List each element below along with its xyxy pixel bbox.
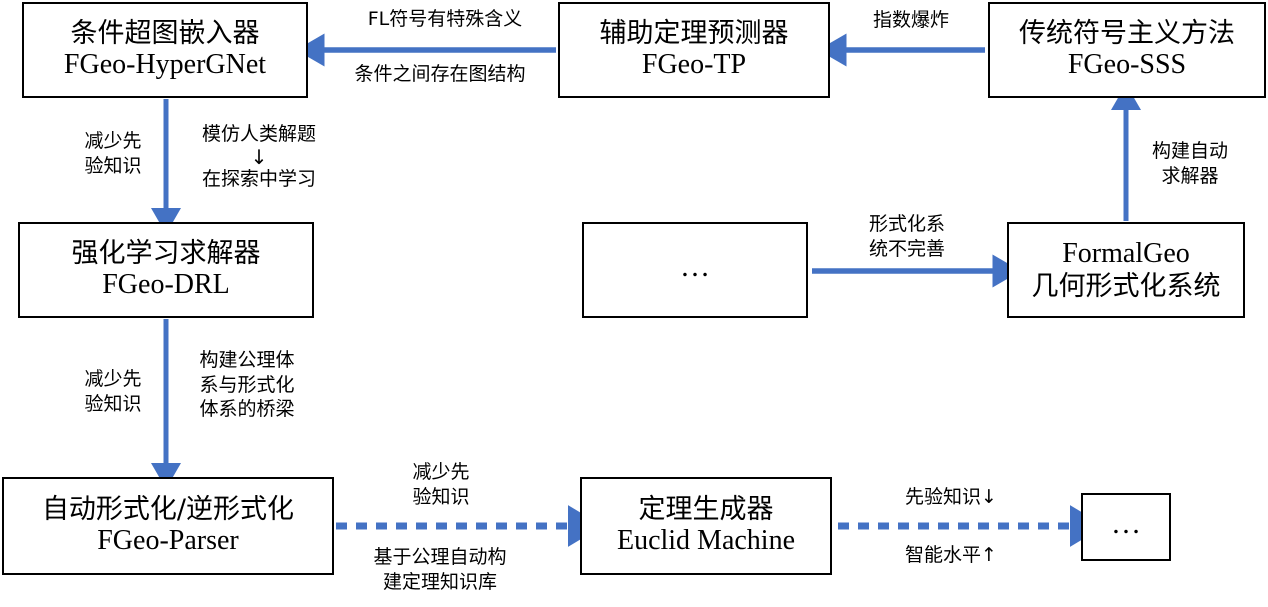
node-line-2: 几何形式化系统 [1031, 270, 1221, 302]
node-line-1: 强化学习求解器 [71, 238, 261, 270]
label-ellipsis-to-formalgeo: 形式化系 统不完善 [868, 213, 945, 260]
node-line-2: FGeo-Parser [97, 525, 239, 557]
node-conditional-hypergraph-embedder[interactable]: 条件超图嵌入器 FGeo-HyperGNet [22, 2, 308, 98]
node-line-2: Euclid Machine [616, 525, 796, 557]
node-line-1: 自动形式化/逆形式化 [41, 494, 295, 526]
node-line-1: 定理生成器 [638, 494, 774, 526]
node-theorem-generator-euclid-machine[interactable]: 定理生成器 Euclid Machine [580, 477, 832, 575]
node-line-1: 辅助定理预测器 [599, 18, 789, 50]
node-line-2: FGeo-HyperGNet [63, 49, 267, 81]
label-hypergnet-to-drl-left: 减少先 验知识 [84, 130, 142, 177]
node-line-2: FGeo-TP [641, 49, 747, 81]
node-formalgeo-system[interactable]: FormalGeo 几何形式化系统 [1007, 222, 1245, 318]
down-arrow-icon: ↓ [250, 144, 268, 169]
node-auxiliary-theorem-predictor[interactable]: 辅助定理预测器 FGeo-TP [558, 2, 830, 98]
label-tp-to-hypergnet-top: FL符号有特殊含义 [367, 8, 523, 30]
ellipsis-glyph: … [680, 249, 710, 283]
node-auto-formalization-parser[interactable]: 自动形式化/逆形式化 FGeo-Parser [2, 477, 334, 575]
node-line-1: 传统符号主义方法 [1019, 18, 1235, 50]
node-ellipsis-box-end[interactable]: … [1081, 493, 1171, 561]
node-ellipsis-box-middle[interactable]: … [582, 222, 808, 318]
label-parser-to-euclid-bottom: 基于公理自动构 建定理知识库 [373, 546, 507, 593]
label-drl-to-parser-left: 减少先 验知识 [84, 368, 142, 415]
label-tp-to-hypergnet-bottom: 条件之间存在图结构 [354, 63, 526, 85]
label-euclid-to-end-bottom: 智能水平↑ [905, 544, 997, 566]
node-line-1: 条件超图嵌入器 [70, 18, 260, 50]
label-euclid-to-end-top: 先验知识↓ [905, 486, 997, 508]
label-parser-to-euclid-top: 减少先 验知识 [412, 461, 470, 508]
label-sss-to-tp: 指数爆炸 [872, 9, 949, 31]
node-line-2: FGeo-DRL [102, 269, 230, 301]
ellipsis-glyph: … [1111, 506, 1141, 540]
node-line-2: FGeo-SSS [1067, 49, 1187, 81]
node-line-1: FormalGeo [1062, 238, 1190, 270]
label-drl-to-parser-right: 构建公理体 系与形式化 体系的桥梁 [199, 349, 295, 421]
label-hypergnet-to-drl-right: 模仿人类解题 ↓ 在探索中学习 [184, 122, 334, 191]
node-traditional-symbolic-method[interactable]: 传统符号主义方法 FGeo-SSS [988, 2, 1266, 98]
label-formalgeo-to-sss: 构建自动 求解器 [1151, 140, 1228, 187]
node-reinforcement-learning-solver[interactable]: 强化学习求解器 FGeo-DRL [18, 222, 314, 318]
